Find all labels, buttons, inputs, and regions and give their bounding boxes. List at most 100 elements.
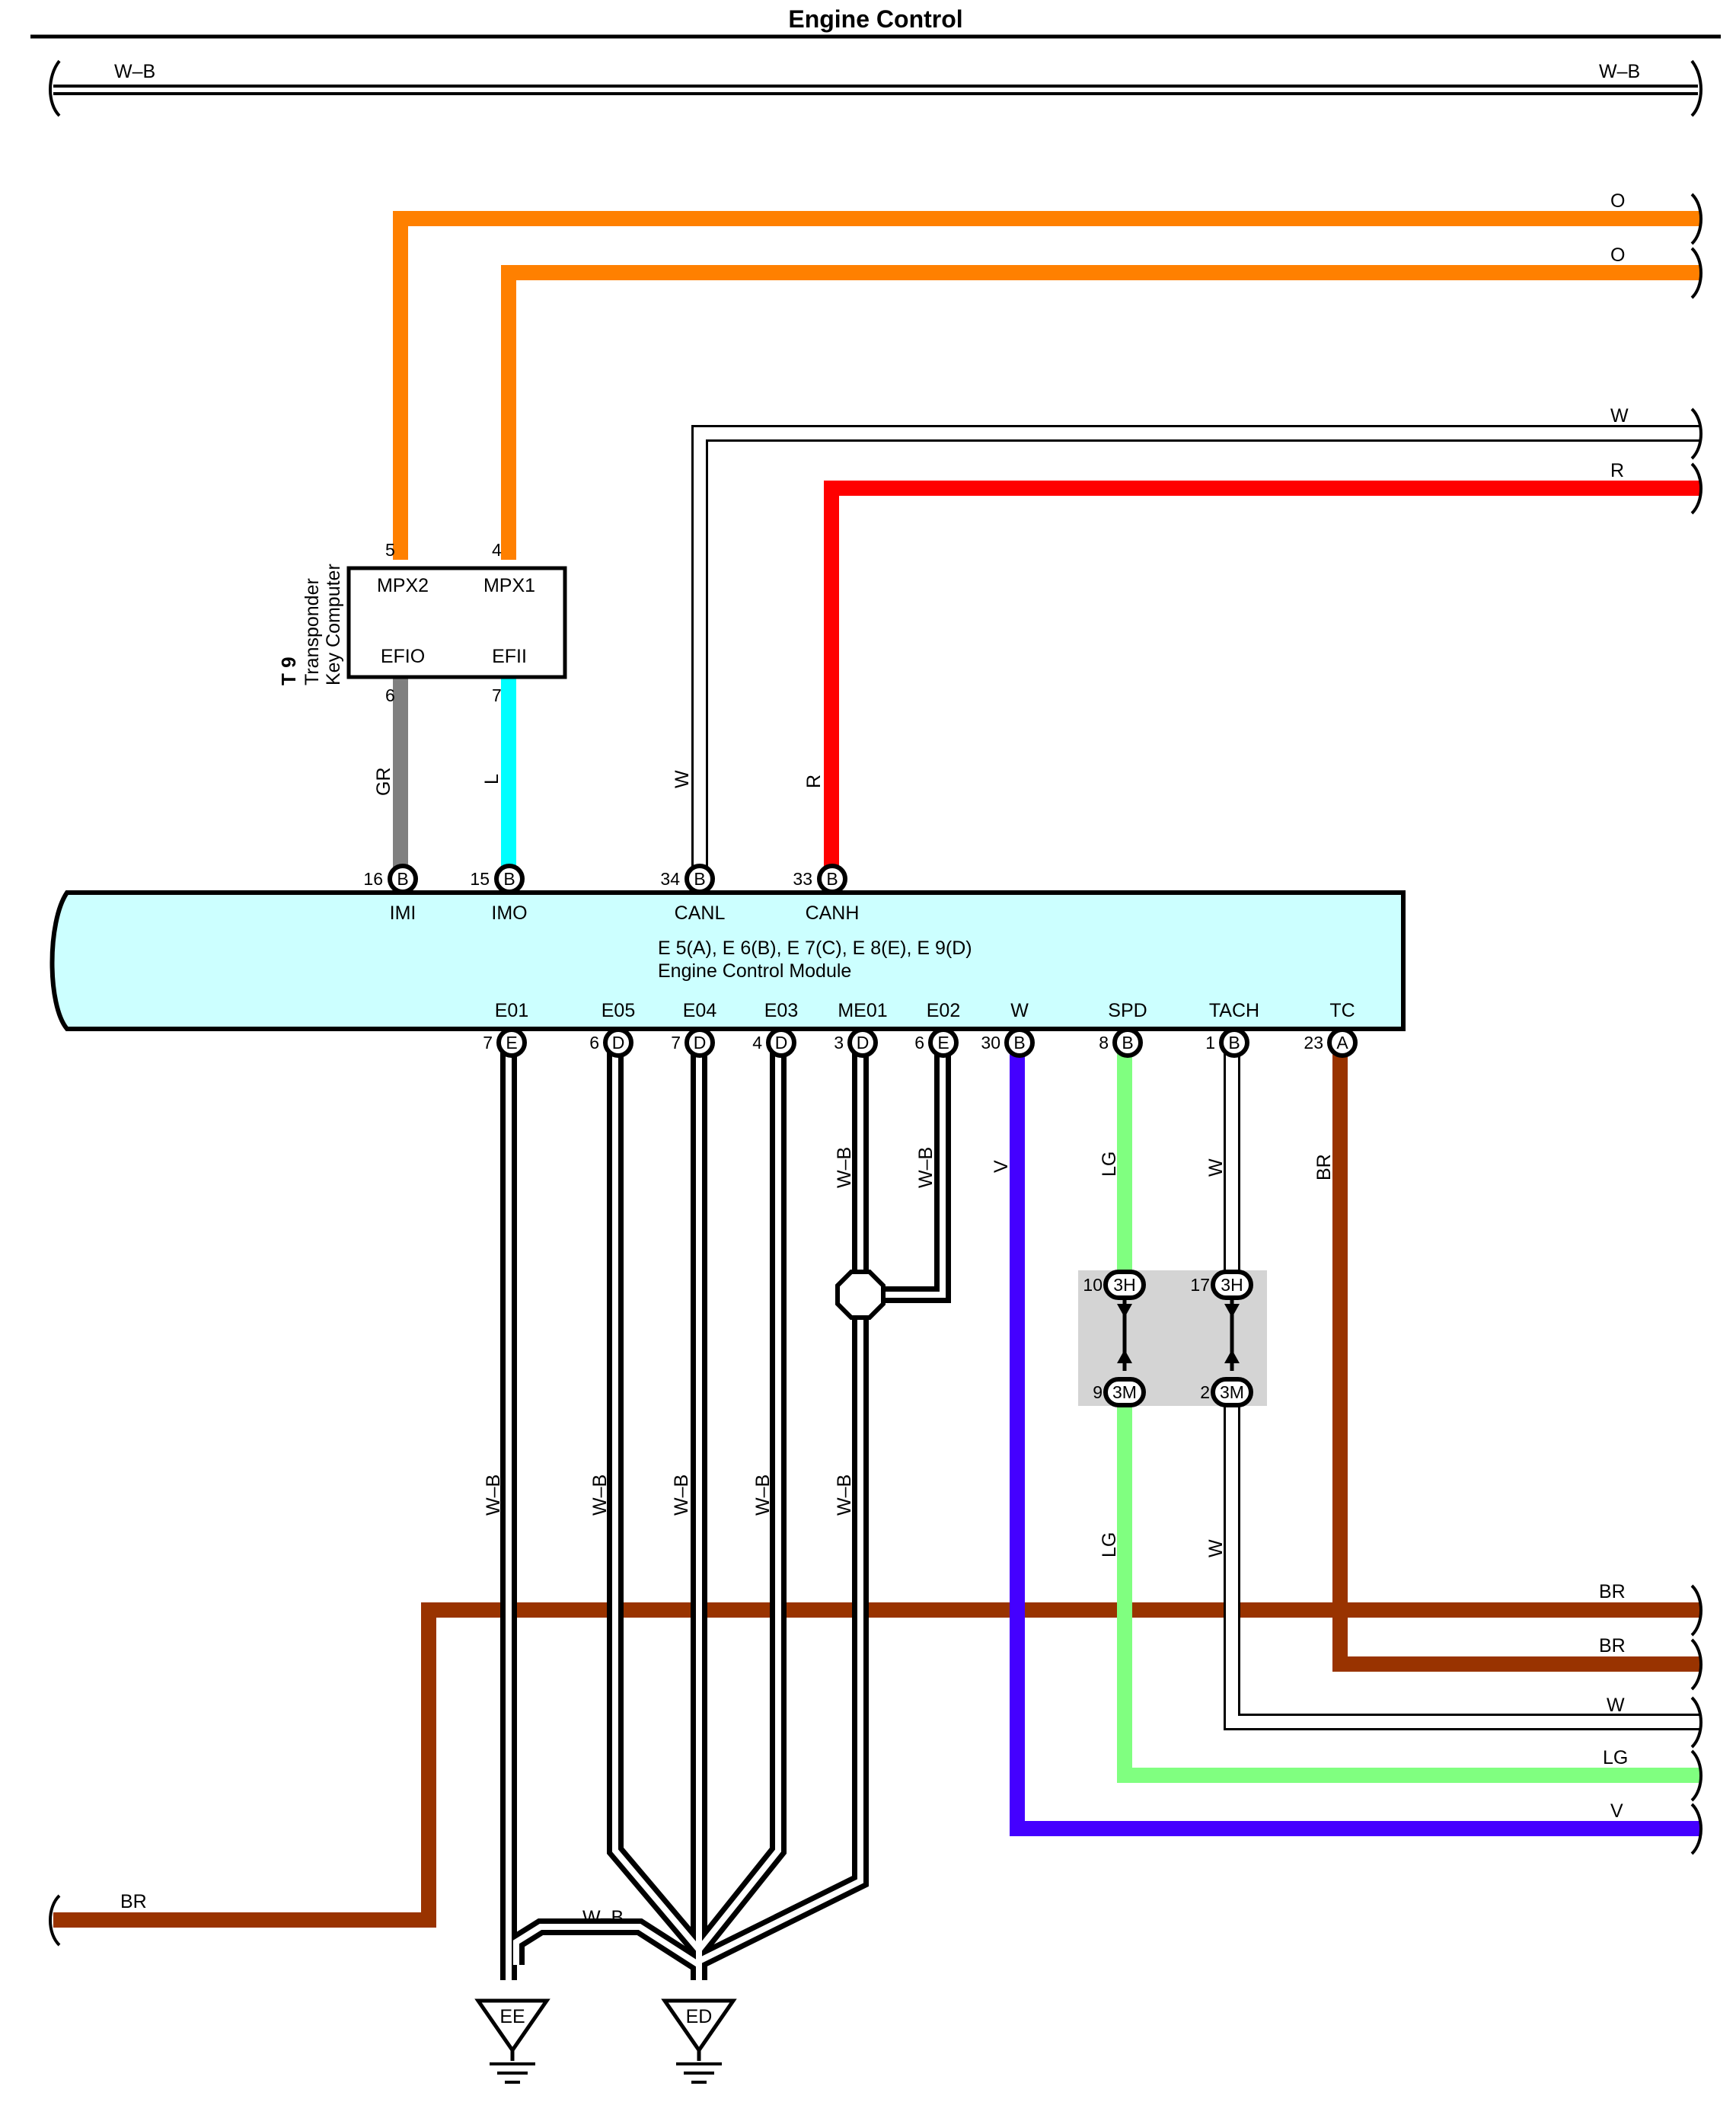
ground-ee: EE (474, 1998, 550, 2084)
pin-label-mpx1: MPX1 (483, 575, 535, 596)
ecm-bottom-conn-3: D (694, 1033, 707, 1053)
ecm-top-num-2: 15 (470, 869, 490, 889)
ground-ee-label: EE (499, 2006, 525, 2027)
ecm-bottom-pins: E D D D D E B B B A 7 6 7 4 3 6 30 8 1 2… (483, 1000, 1358, 1058)
ecm-top-num-4: 33 (793, 869, 812, 889)
ecm-bottom-label-6: E02 (927, 1000, 960, 1021)
pin-num-mpx2: 5 (385, 540, 395, 560)
wire-label-lg-upper: LG (1099, 1152, 1120, 1177)
wire-r-canh (824, 481, 1699, 876)
right-label-r: R (1610, 460, 1624, 481)
wire-label-w-tach-lower: W (1205, 1539, 1227, 1557)
right-label-br2: BR (1599, 1635, 1626, 1656)
ecm-bottom-label-7: W (1010, 1000, 1029, 1021)
ecm-bottom-conn-9: B (1228, 1033, 1240, 1053)
wire-label-gr: GR (373, 768, 394, 797)
pin-num-mpx1: 4 (492, 540, 502, 560)
ecm-bottom-label-9: TACH (1209, 1000, 1259, 1021)
ecm-top-label-4: CANH (806, 902, 860, 924)
right-label-v: V (1610, 1800, 1623, 1822)
wb-bus: W–B W–B (49, 59, 1702, 117)
ecm-name: Engine Control Module (658, 960, 851, 982)
transponder-name-line2: Key Computer (323, 564, 344, 685)
wire-label-br-tc: BR (1313, 1154, 1335, 1180)
wire-label-e01: W–B (483, 1474, 504, 1516)
pin-num-efii: 7 (492, 685, 502, 705)
ecm-bottom-label-5: ME01 (838, 1000, 887, 1021)
ground-ed-label: ED (686, 2006, 713, 2027)
ecm-top-pins: B B B B 16 15 34 33 IMI IMO CANL CANH (363, 864, 860, 924)
engine-control-module: E 5(A), E 6(B), E 7(C), E 8(E), E 9(D) E… (49, 890, 1406, 1031)
ecm-bottom-label-8: SPD (1108, 1000, 1147, 1021)
wire-v (1010, 1043, 1699, 1836)
wire-label-e03: W–B (752, 1474, 774, 1516)
ecm-bottom-label-10: TC (1329, 1000, 1355, 1021)
transponder-name-line1: Transponder (302, 578, 323, 685)
transponder-key-computer: 5 4 6 7 MPX2 MPX1 EFIO EFII T 9 Transpon… (277, 540, 567, 705)
junction-connector: 3H 3H 3M 3M 10 17 9 2 (1078, 1270, 1267, 1407)
right-edge-breaks (1690, 193, 1702, 1855)
ecm-bottom-num-10: 23 (1304, 1033, 1323, 1053)
ecm-bottom-num-6: 6 (914, 1033, 924, 1053)
ecm-bottom-label-3: E04 (683, 1000, 717, 1021)
ecm-top-label-2: IMO (491, 902, 527, 924)
pin-label-mpx2: MPX2 (377, 575, 429, 596)
wire-label-e04: W–B (671, 1474, 692, 1516)
junction-conn-3h-b: 3H (1221, 1275, 1243, 1295)
ecm-top-num-3: 34 (660, 869, 680, 889)
wire-label-e05: W–B (589, 1474, 611, 1516)
wire-w-tach-lower (1226, 1390, 1699, 1728)
ecm-bottom-conn-4: D (775, 1033, 788, 1053)
right-label-lg: LG (1603, 1747, 1628, 1768)
right-label-w2: W (1607, 1695, 1625, 1716)
ecm-bottom-conn-6: E (937, 1033, 949, 1053)
wire-br-left (53, 1602, 1699, 1928)
wire-lg-lower (1117, 1390, 1699, 1783)
left-edge-break (49, 1894, 61, 1947)
ecm-bottom-label-1: E01 (495, 1000, 528, 1021)
wire-label-me01-upper: W–B (834, 1147, 855, 1188)
pin-num-efio: 6 (385, 685, 395, 705)
ecm-bottom-num-8: 8 (1099, 1033, 1109, 1053)
ecm-bottom-conn-10: A (1336, 1033, 1348, 1053)
right-label-o1: O (1610, 190, 1625, 212)
junction-num-9: 9 (1093, 1382, 1103, 1402)
ecm-ref: E 5(A), E 6(B), E 7(C), E 8(E), E 9(D) (658, 938, 972, 959)
transponder-ref: T 9 (277, 656, 300, 685)
ecm-top-conn-1: B (397, 869, 408, 889)
bus-right-label: W–B (1599, 61, 1640, 82)
wire-label-r: R (803, 775, 825, 788)
junction-num-17: 17 (1190, 1275, 1210, 1295)
ecm-bottom-conn-2: D (612, 1033, 625, 1053)
ecm-bottom-label-2: E05 (602, 1000, 635, 1021)
junction-conn-3m-b: 3M (1220, 1382, 1244, 1402)
right-label-w1: W (1610, 405, 1629, 426)
ecm-bottom-num-4: 4 (752, 1033, 762, 1053)
ecm-top-num-1: 16 (363, 869, 383, 889)
wire-label-me01-lower: W–B (834, 1474, 855, 1516)
ecm-bottom-num-5: 3 (834, 1033, 844, 1053)
ecm-bottom-conn-7: B (1013, 1033, 1025, 1053)
ecm-top-conn-3: B (694, 869, 705, 889)
junction-num-10: 10 (1083, 1275, 1103, 1295)
right-label-br1: BR (1599, 1581, 1626, 1602)
junction-conn-3h-a: 3H (1113, 1275, 1135, 1295)
ecm-bottom-num-3: 7 (671, 1033, 681, 1053)
wire-w-canl (691, 425, 1699, 876)
right-label-o2: O (1610, 244, 1625, 266)
wire-label-w-canl: W (672, 770, 693, 788)
ecm-bottom-conn-8: B (1122, 1033, 1133, 1053)
ecm-bottom-label-4: E03 (764, 1000, 798, 1021)
pin-label-efii: EFII (492, 646, 527, 667)
junction-num-2: 2 (1200, 1382, 1210, 1402)
ecm-bottom-num-7: 30 (981, 1033, 1000, 1053)
ecm-top-label-3: CANL (675, 902, 726, 924)
junction-conn-3m-a: 3M (1112, 1382, 1137, 1402)
wb-ground-wires (500, 1043, 951, 1980)
wire-label-l: L (481, 774, 503, 784)
wire-label-w-tach-upper: W (1205, 1158, 1227, 1177)
ground-link-label: W–B (582, 1907, 624, 1928)
ecm-bottom-num-2: 6 (589, 1033, 599, 1053)
bus-left-label: W–B (114, 61, 155, 82)
